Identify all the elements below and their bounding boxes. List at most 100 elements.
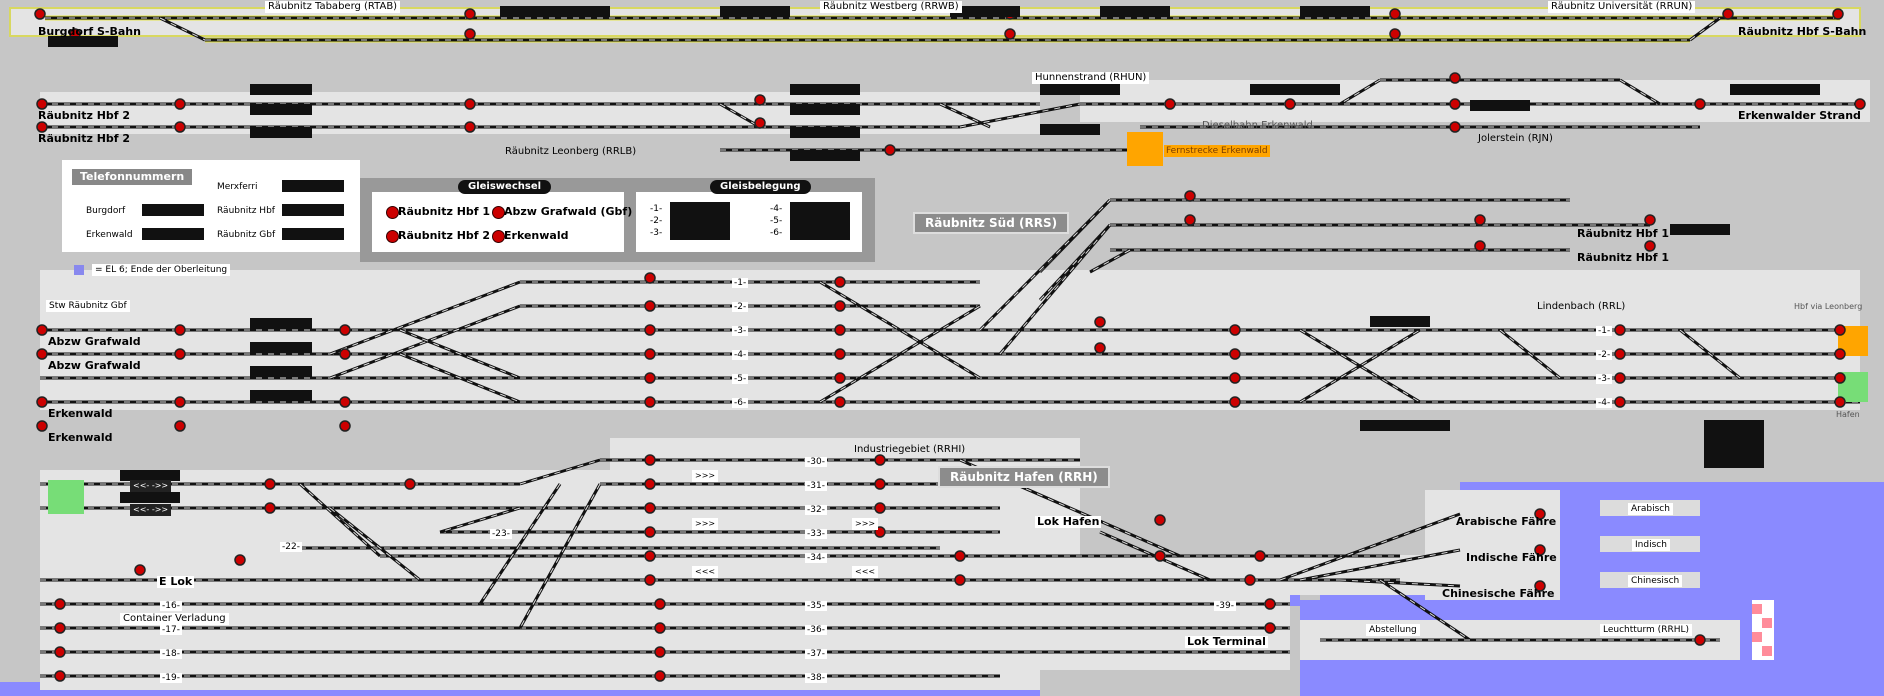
signal-light[interactable] [1229,348,1241,360]
signal-light[interactable] [34,8,46,20]
signal-light[interactable] [654,646,666,658]
signal-light[interactable] [174,396,186,408]
signal-light[interactable] [874,454,886,466]
signal-light[interactable] [654,670,666,682]
signal-light[interactable] [644,324,656,336]
signal-light[interactable] [54,622,66,634]
signal-light[interactable] [834,396,846,408]
signal-light[interactable] [339,420,351,432]
signal-light[interactable] [1449,121,1461,133]
signal-light[interactable] [174,121,186,133]
signal-light[interactable] [1854,98,1866,110]
signal-light[interactable] [1154,514,1166,526]
signal-light[interactable] [1449,72,1461,84]
signal-light[interactable] [644,550,656,562]
signal-light[interactable] [1229,396,1241,408]
signal-light[interactable] [1004,28,1016,40]
signal-light[interactable] [1614,372,1626,384]
signal-light[interactable] [1694,98,1706,110]
signal-light[interactable] [954,574,966,586]
signal-light[interactable] [834,372,846,384]
signal-light[interactable] [1449,98,1461,110]
signal-light[interactable] [644,502,656,514]
signal-light[interactable] [1284,98,1296,110]
signal-light[interactable] [264,478,276,490]
signal-light[interactable] [644,372,656,384]
signal-light[interactable] [464,121,476,133]
signal-light[interactable] [36,348,48,360]
signal-light[interactable] [1614,348,1626,360]
signal-light[interactable] [36,324,48,336]
signal-light[interactable] [234,554,246,566]
signal-light[interactable] [174,420,186,432]
signal-light[interactable] [174,98,186,110]
signal-light[interactable] [1264,598,1276,610]
switch-button-hbf1[interactable] [386,206,399,219]
signal-light[interactable] [884,144,896,156]
signal-light[interactable] [834,300,846,312]
signal-light[interactable] [644,526,656,538]
signal-light[interactable] [1264,622,1276,634]
signal-light[interactable] [36,121,48,133]
signal-light[interactable] [1534,508,1546,520]
signal-light[interactable] [174,348,186,360]
signal-light[interactable] [1834,324,1846,336]
signal-light[interactable] [1534,580,1546,592]
signal-light[interactable] [54,598,66,610]
signal-light[interactable] [1614,324,1626,336]
signal-light[interactable] [1722,8,1734,20]
signal-light[interactable] [54,646,66,658]
signal-light[interactable] [1389,8,1401,20]
signal-light[interactable] [754,117,766,129]
signal-light[interactable] [1832,8,1844,20]
signal-light[interactable] [1094,316,1106,328]
signal-light[interactable] [644,348,656,360]
signal-light[interactable] [464,8,476,20]
signal-light[interactable] [834,276,846,288]
signal-light[interactable] [464,28,476,40]
signal-light[interactable] [1094,342,1106,354]
signal-light[interactable] [874,502,886,514]
signal-light[interactable] [1614,396,1626,408]
signal-light[interactable] [404,478,416,490]
signal-light[interactable] [36,98,48,110]
signal-light[interactable] [36,396,48,408]
signal-light[interactable] [654,622,666,634]
signal-light[interactable] [834,324,846,336]
signal-light[interactable] [644,574,656,586]
signal-light[interactable] [1154,550,1166,562]
signal-light[interactable] [644,454,656,466]
signal-light[interactable] [54,670,66,682]
signal-light[interactable] [654,598,666,610]
signal-light[interactable] [36,420,48,432]
signal-light[interactable] [1184,214,1196,226]
signal-light[interactable] [644,272,656,284]
signal-light[interactable] [174,324,186,336]
signal-light[interactable] [1474,240,1486,252]
signal-light[interactable] [134,564,146,576]
signal-light[interactable] [644,396,656,408]
signal-light[interactable] [1644,214,1656,226]
signal-light[interactable] [1474,214,1486,226]
signal-light[interactable] [339,324,351,336]
signal-light[interactable] [1229,324,1241,336]
signal-light[interactable] [1834,372,1846,384]
switch-button-hbf2[interactable] [386,230,399,243]
signal-light[interactable] [339,396,351,408]
signal-light[interactable] [1184,190,1196,202]
signal-light[interactable] [1244,574,1256,586]
signal-light[interactable] [1534,544,1546,556]
signal-light[interactable] [1229,372,1241,384]
signal-light[interactable] [264,502,276,514]
switch-button-erkenwald[interactable] [492,230,505,243]
signal-light[interactable] [644,300,656,312]
signal-light[interactable] [1834,396,1846,408]
signal-light[interactable] [1834,348,1846,360]
signal-light[interactable] [1254,550,1266,562]
signal-light[interactable] [339,348,351,360]
switch-button-grafwald[interactable] [492,206,505,219]
signal-light[interactable] [834,348,846,360]
signal-light[interactable] [1694,634,1706,646]
signal-light[interactable] [954,550,966,562]
signal-light[interactable] [754,94,766,106]
